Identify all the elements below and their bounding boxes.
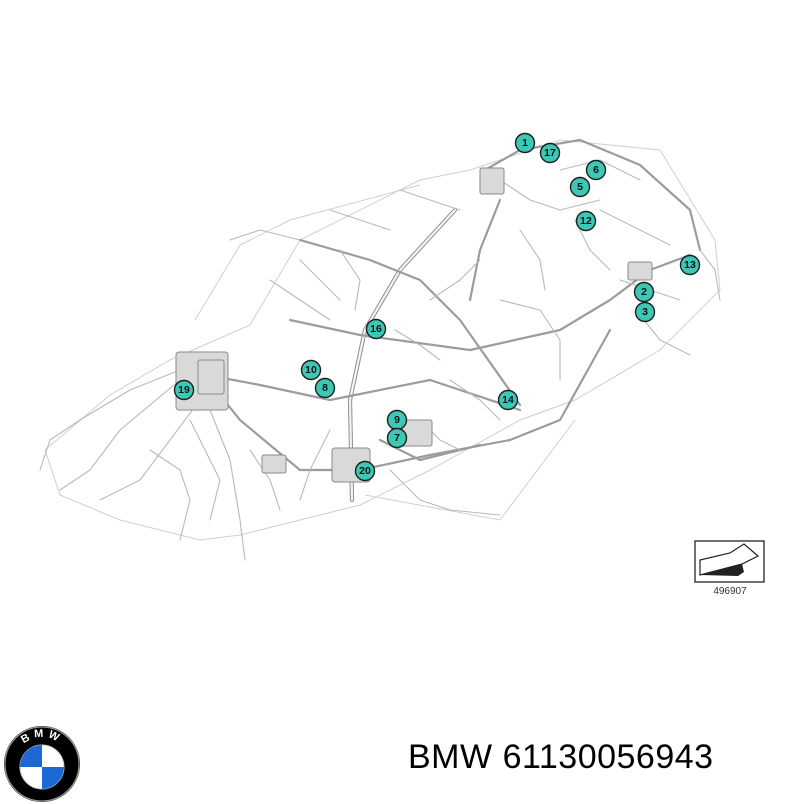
svg-text:1: 1 <box>522 137 528 149</box>
arrow-icon <box>699 543 760 576</box>
reference-box <box>694 540 765 583</box>
callout-5: 5 <box>569 176 591 198</box>
svg-text:14: 14 <box>502 394 514 406</box>
main-harness <box>178 138 702 503</box>
brand-name: BMW <box>408 738 493 776</box>
bmw-logo: BMW <box>4 726 80 802</box>
svg-text:7: 7 <box>394 432 400 444</box>
svg-text:13: 13 <box>684 259 696 271</box>
svg-text:6: 6 <box>593 164 599 176</box>
callout-20: 20 <box>354 460 376 482</box>
branch-wires <box>39 159 721 561</box>
svg-text:12: 12 <box>580 215 592 227</box>
callout-10: 10 <box>300 359 322 381</box>
callout-7: 7 <box>386 427 408 449</box>
callout-9: 9 <box>386 409 408 431</box>
svg-text:2: 2 <box>641 286 647 298</box>
callout-13: 13 <box>679 254 701 276</box>
svg-text:17: 17 <box>544 147 556 159</box>
callout-14: 14 <box>497 389 519 411</box>
svg-text:19: 19 <box>178 384 190 396</box>
svg-text:10: 10 <box>305 364 317 376</box>
callout-3: 3 <box>634 301 656 323</box>
svg-text:9: 9 <box>394 414 400 426</box>
svg-text:20: 20 <box>359 465 371 477</box>
svg-text:8: 8 <box>322 382 328 394</box>
svg-text:5: 5 <box>577 181 583 193</box>
reference-number: 496907 <box>713 586 747 597</box>
svg-text:16: 16 <box>370 323 382 335</box>
callout-1: 1 <box>514 132 536 154</box>
callout-16: 16 <box>365 318 387 340</box>
callout-19: 19 <box>173 379 195 401</box>
callouts: 1 17 6 5 12 13 2 3 16 10 8 19 14 9 7 20 <box>173 132 701 482</box>
callout-12: 12 <box>575 210 597 232</box>
callout-17: 17 <box>539 142 561 164</box>
callout-2: 2 <box>633 281 655 303</box>
svg-text:3: 3 <box>642 306 648 318</box>
callout-6: 6 <box>585 159 607 181</box>
callout-8: 8 <box>314 377 336 399</box>
car-body-outline <box>44 139 721 541</box>
part-number: 61130056943 <box>502 738 714 776</box>
